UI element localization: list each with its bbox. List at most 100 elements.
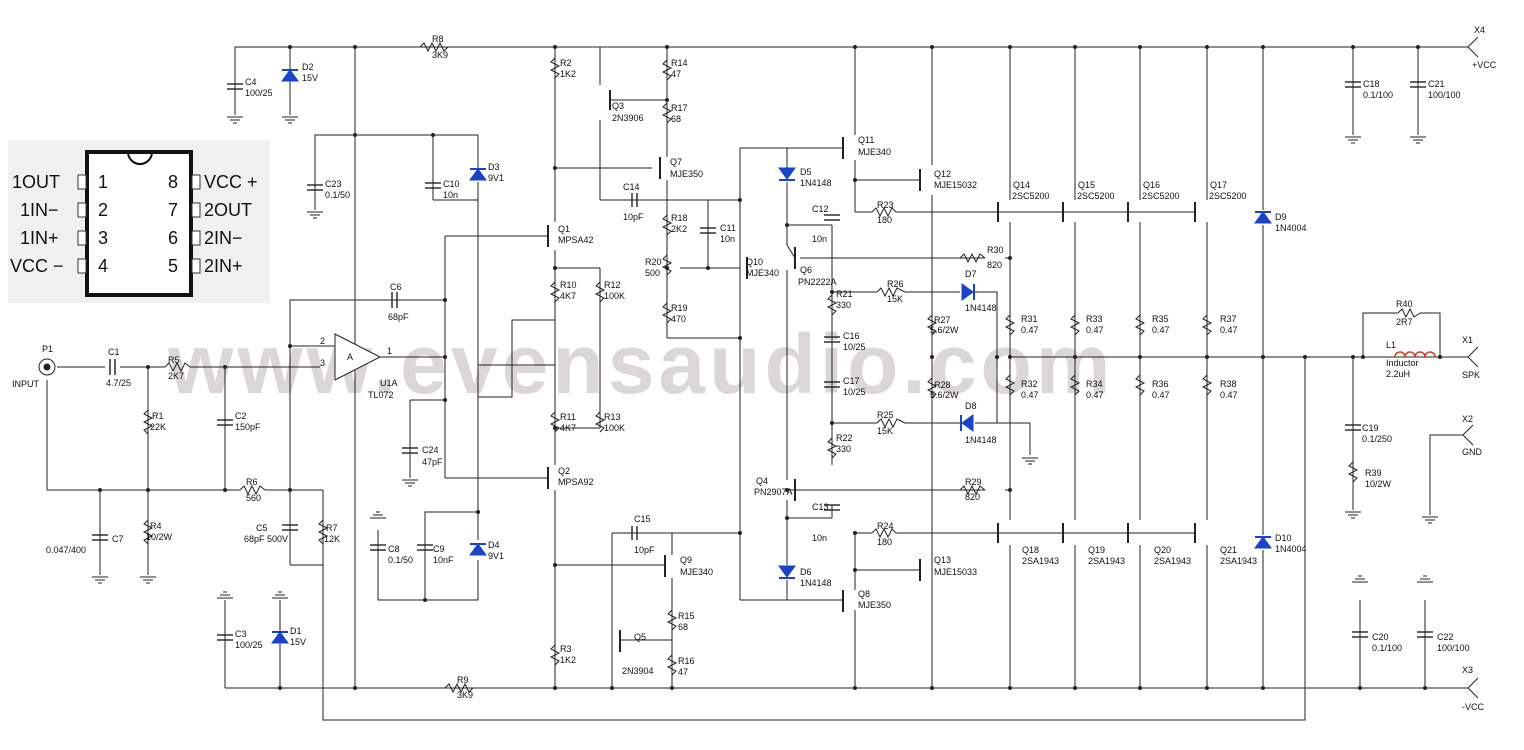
component-ref: Q6 xyxy=(800,265,812,275)
component-value: 1N4004 xyxy=(1275,223,1307,233)
pin-number: 6 xyxy=(168,228,178,248)
component-value: 0.47 xyxy=(1086,325,1104,335)
component-value: 5.6/2W xyxy=(930,325,959,335)
component-ref: R36 xyxy=(1152,379,1169,389)
component-value-2: 2.2uH xyxy=(1386,369,1410,379)
component-ref: D5 xyxy=(800,167,812,177)
component-ref: Q5 xyxy=(634,632,646,642)
component-value: 2SC5200 xyxy=(1012,191,1050,201)
component-value: 0.1/100 xyxy=(1363,90,1393,100)
component-ref: Q14 xyxy=(1013,180,1030,190)
component-ref: C7 xyxy=(112,534,124,544)
component-value: 2N3906 xyxy=(612,113,644,123)
component-value: 330 xyxy=(836,300,851,310)
component-value: 10/2W xyxy=(1365,479,1392,489)
component-ref: D7 xyxy=(965,269,977,279)
component-ref: C24 xyxy=(422,445,439,455)
component-ref: Q8 xyxy=(858,589,870,599)
component-ref: C20 xyxy=(1372,632,1389,642)
inductor-coil xyxy=(1363,351,1436,358)
opamp-ref: U1A xyxy=(380,378,398,388)
component-ref: C9 xyxy=(433,544,445,554)
labels: X4 +VCC X1 SPK X2 GND X3 -VCC P1 INPUT R… xyxy=(12,25,1497,712)
component-value: 47pF xyxy=(422,457,443,467)
component-value: 0.47 xyxy=(1086,390,1104,400)
component-ref: R13 xyxy=(604,412,621,422)
component-ref: C18 xyxy=(1363,79,1380,89)
component-value: 3K9 xyxy=(432,50,448,60)
component-ref: C19 xyxy=(1362,423,1379,433)
component-value: MJE340 xyxy=(858,147,891,157)
component-ref: D2 xyxy=(302,62,314,72)
capacitor-bodies xyxy=(92,81,1433,641)
pin-name: 1OUT xyxy=(12,172,60,192)
component-value: 2SC5200 xyxy=(1142,191,1180,201)
component-value: 2SC5200 xyxy=(1209,191,1247,201)
component-ref: R25 xyxy=(877,410,894,420)
component-value: 180 xyxy=(877,215,892,225)
component-value: 9V1 xyxy=(488,551,504,561)
component-ref: R3 xyxy=(560,644,572,654)
tl072-pinout: 1OUT 1 1IN− 2 1IN+ 3 VCC − 4 8 VCC + 7 2… xyxy=(8,140,270,303)
component-ref: Q19 xyxy=(1088,545,1105,555)
component-ref: R39 xyxy=(1365,468,1382,478)
opamp-part: TL072 xyxy=(368,390,394,400)
component-ref: R14 xyxy=(671,58,688,68)
connector-ref: P1 xyxy=(42,344,53,354)
opamp-unit: A xyxy=(347,352,353,362)
component-ref: R20 xyxy=(645,257,662,267)
component-value: 3K9 xyxy=(457,690,473,700)
component-ref: R22 xyxy=(836,433,853,443)
component-value: 1N4148 xyxy=(965,303,997,313)
pin-name: 2OUT xyxy=(204,200,252,220)
connector-ref: X1 xyxy=(1462,335,1473,345)
component-ref: R2 xyxy=(560,58,572,68)
component-ref: C15 xyxy=(634,514,651,524)
diode-symbols xyxy=(271,69,1272,644)
component-ref: R28 xyxy=(934,380,951,390)
component-ref: C3 xyxy=(235,629,247,639)
component-ref: D8 xyxy=(965,401,977,411)
component-value: 4.7/25 xyxy=(106,378,131,388)
component-value: 0.47 xyxy=(1152,390,1170,400)
component-value: PN2907A xyxy=(754,487,793,497)
component-value: 10/2W xyxy=(146,532,173,542)
component-ref: Q2 xyxy=(558,466,570,476)
component-value: 10pF xyxy=(623,212,644,222)
component-ref: C8 xyxy=(388,544,400,554)
component-value: 10nF xyxy=(433,555,454,565)
component-value: 100/100 xyxy=(1437,643,1470,653)
component-value: 10/25 xyxy=(843,387,866,397)
component-value: 2SA1943 xyxy=(1022,556,1059,566)
component-value: Inductor xyxy=(1386,358,1419,368)
component-value: 1N4148 xyxy=(800,578,832,588)
pinout-right-pins: 8 VCC + 7 2OUT 6 2IN− 5 2IN+ xyxy=(168,172,258,276)
component-ref: C12 xyxy=(812,204,829,214)
pin-name: 2IN− xyxy=(204,228,243,248)
component-ref: Q21 xyxy=(1220,545,1237,555)
component-ref: R33 xyxy=(1086,314,1103,324)
component-ref: R5 xyxy=(168,355,180,365)
pin-number: 3 xyxy=(98,228,108,248)
component-ref: Q7 xyxy=(670,157,682,167)
component-value: MJE15033 xyxy=(934,567,977,577)
component-ref: R26 xyxy=(887,279,904,289)
component-value: PN2222A xyxy=(798,277,837,287)
component-ref: D4 xyxy=(488,540,500,550)
pin-number: 1 xyxy=(98,172,108,192)
component-ref: R10 xyxy=(560,280,577,290)
component-ref: Q13 xyxy=(934,555,951,565)
pinout-left-pins: 1OUT 1 1IN− 2 1IN+ 3 VCC − 4 xyxy=(10,172,108,276)
opamp-pin-out: 1 xyxy=(387,346,392,356)
component-ref: R18 xyxy=(671,213,688,223)
component-ref: R30 xyxy=(987,245,1004,255)
connector-net: GND xyxy=(1462,447,1483,457)
component-ref: R1 xyxy=(152,411,164,421)
component-value: 0.47 xyxy=(1220,325,1238,335)
component-value: 10n xyxy=(443,190,458,200)
component-ref: R7 xyxy=(326,523,338,533)
component-ref: R35 xyxy=(1152,314,1169,324)
component-value: 0.1/50 xyxy=(325,190,350,200)
component-value: 330 xyxy=(836,444,851,454)
component-ref: Q10 xyxy=(746,257,763,267)
